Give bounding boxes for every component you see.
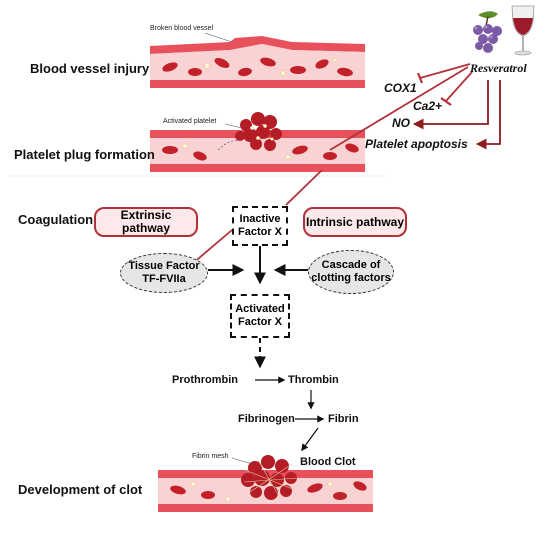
resveratrol-effects bbox=[186, 63, 501, 269]
fibrin-arrow bbox=[301, 427, 319, 452]
thrombin-label: Thrombin bbox=[288, 374, 339, 386]
cascade-line1: Cascade of bbox=[321, 259, 381, 271]
fibrin-mesh-label: Fibrin mesh bbox=[192, 453, 229, 460]
blood-clot-label: Blood Clot bbox=[300, 456, 356, 468]
tissue-inhibit-line bbox=[191, 229, 233, 265]
tissue-factor-line1: Tissue Factor bbox=[128, 260, 200, 272]
intrinsic-pathway-label: Intrinsic pathway bbox=[305, 214, 405, 229]
inactive-factor-line1: Inactive bbox=[239, 213, 281, 225]
stage-clot: Development of clot bbox=[18, 482, 143, 497]
activated-factor-line1: Activated bbox=[235, 303, 285, 315]
target-cox1: COX1 bbox=[384, 81, 417, 95]
activated-factor-x-box: Activated Factor X bbox=[230, 294, 290, 338]
clot-vessel bbox=[158, 455, 373, 512]
broken-vessel-label: Broken blood vessel bbox=[150, 25, 214, 32]
resveratrol-label: Resveratrol bbox=[470, 61, 527, 75]
stage-coagulation: Coagulation bbox=[18, 212, 94, 227]
target-no: NO bbox=[392, 116, 410, 130]
tissue-factor-node: Tissue Factor TF-FVIIa bbox=[120, 253, 208, 293]
apoptosis-promote-arrow bbox=[475, 80, 501, 150]
stage-plug: Platelet plug formation bbox=[14, 147, 155, 162]
inactive-factor-line2: Factor X bbox=[237, 226, 282, 238]
no-promote-arrow bbox=[412, 80, 489, 130]
activated-platelet-label: Activated platelet bbox=[163, 118, 217, 125]
grapes-wine-icon bbox=[473, 5, 535, 56]
prothrombin-label: Prothrombin bbox=[172, 374, 238, 386]
cascade-line2: clotting factors bbox=[311, 272, 391, 284]
stage-injury: Blood vessel injury bbox=[30, 61, 150, 76]
target-platelet-apoptosis: Platelet apoptosis bbox=[365, 137, 468, 151]
cox1-inhibit-line bbox=[419, 63, 471, 79]
broken-vessel bbox=[150, 32, 365, 88]
activated-factor-line2: Factor X bbox=[237, 316, 282, 328]
cascade-arrows bbox=[208, 246, 325, 452]
plug-inhibit-line bbox=[329, 66, 469, 151]
target-ca: Ca2+ bbox=[413, 99, 443, 113]
tissue-factor-line2: TF-FVIIa bbox=[142, 273, 186, 285]
cascade-node: Cascade of clotting factors bbox=[308, 250, 394, 294]
ca-inhibit-line bbox=[445, 71, 473, 102]
inactive-factor-x-box: Inactive Factor X bbox=[232, 206, 288, 246]
fibrin-label: Fibrin bbox=[328, 413, 359, 425]
platelet-plug-vessel bbox=[150, 112, 365, 172]
extrinsic-pathway-box: Extrinsic pathway bbox=[94, 207, 198, 237]
intrinsic-pathway-box: Intrinsic pathway bbox=[303, 207, 407, 237]
factorx-inhibit-line bbox=[285, 169, 323, 206]
fibrinogen-label: Fibrinogen bbox=[238, 413, 295, 425]
extrinsic-pathway-label: Extrinsic pathway bbox=[120, 208, 172, 235]
